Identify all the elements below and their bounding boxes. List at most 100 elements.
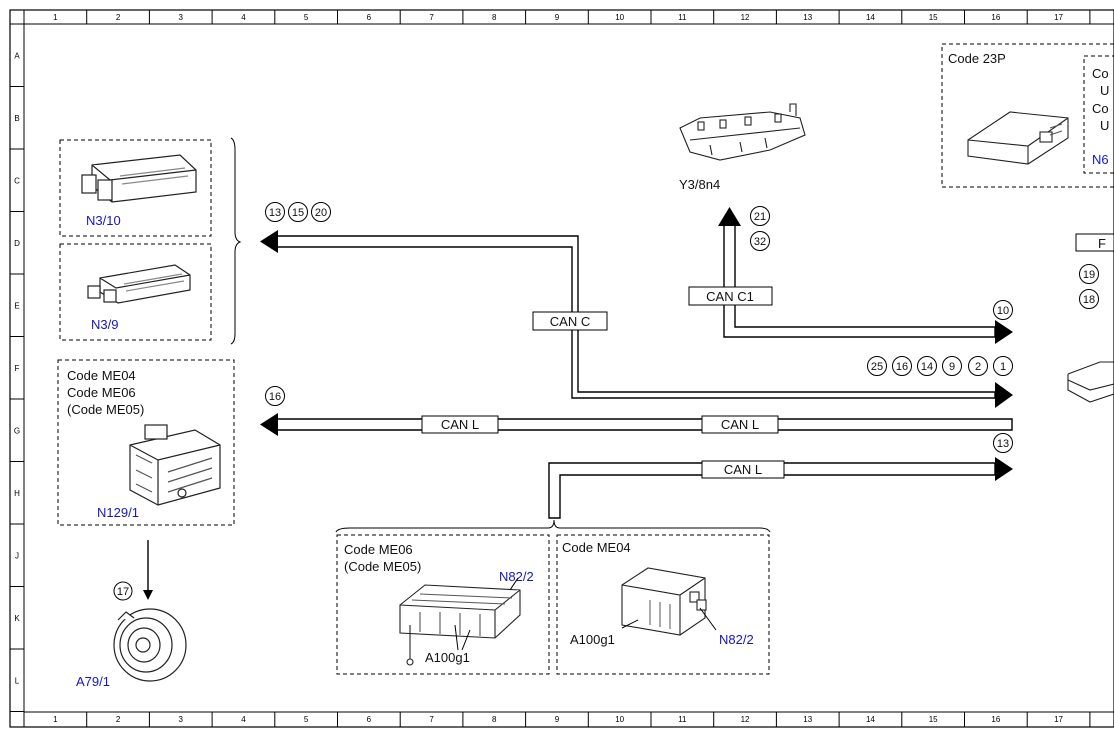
grid-row-label: K — [14, 614, 20, 623]
right-partial-label-box — [1075, 233, 1114, 252]
ref-y3: 32 — [754, 236, 766, 248]
ref-right-lower: 13 — [997, 438, 1009, 450]
ref-far-right: 19 — [1083, 269, 1095, 281]
grid-col-label-bottom: 7 — [429, 715, 434, 724]
a79-label: A79/1 — [76, 674, 110, 689]
grid-col-label-bottom: 2 — [116, 715, 121, 724]
can-c1-label: CAN C1 — [706, 289, 754, 304]
ref-right-row: 9 — [949, 361, 955, 373]
grid-col-label-bottom: 9 — [555, 715, 560, 724]
grid-col-label-top: 14 — [866, 13, 875, 22]
ref-y3-circle — [750, 231, 770, 251]
right-partial-text-1: Co — [1092, 66, 1109, 81]
me04-a100-label: A100g1 — [570, 632, 615, 647]
electric-motor-icon — [113, 608, 187, 682]
grid-col-label-top: 11 — [678, 13, 687, 22]
n3-9-box — [59, 243, 212, 341]
n3-10-box — [59, 139, 212, 237]
right-partial-text-4: U — [1100, 118, 1109, 133]
grid-col-label-bottom: 17 — [1054, 715, 1063, 724]
grid-col-label-top: 2 — [116, 13, 121, 22]
can-l-label-box-2 — [701, 415, 779, 434]
ref-right-row: 25 — [871, 361, 883, 373]
grid-row-label: H — [14, 489, 20, 498]
ref-right-row: 2 — [975, 361, 981, 373]
me04-n82-label: N82/2 — [719, 632, 754, 647]
grid-col-label-bottom: 15 — [929, 715, 938, 724]
control-unit-23p-icon — [967, 111, 1069, 165]
ref-right-row: 16 — [896, 361, 908, 373]
ref-right-row: 1 — [1000, 361, 1006, 373]
me04-code: Code ME04 — [562, 540, 631, 555]
ref-right-lower-circle — [993, 433, 1013, 453]
ref-17: 17 — [117, 586, 129, 598]
grid-col-label-top: 17 — [1054, 13, 1063, 22]
ref-top-left-circle — [311, 202, 331, 222]
can-c-left-arrow — [260, 230, 278, 253]
grid-col-label-bottom: 10 — [615, 715, 624, 724]
grid-row-label: B — [14, 114, 19, 123]
me06-a100-label: A100g1 — [425, 650, 470, 665]
grid-col-label-top: 3 — [179, 13, 184, 22]
ref-right-row-circle — [993, 356, 1013, 376]
me04-a100-leader — [621, 619, 639, 629]
n3-10-label: N3/10 — [86, 213, 121, 228]
right-partial-text-3: Co — [1092, 101, 1109, 116]
can-l-label-1: CAN L — [441, 417, 479, 432]
can-c-label-box — [532, 311, 608, 331]
bottom-bracket — [335, 519, 771, 533]
right-partial-label: F — [1098, 236, 1106, 251]
grid-col-label-top: 12 — [741, 13, 750, 22]
me04-box — [556, 534, 770, 675]
grid-col-label-bottom: 11 — [678, 715, 687, 724]
hv-battery-me04-icon — [621, 567, 707, 636]
n129-code-3: (Code ME05) — [67, 402, 144, 417]
right-partial-box — [1083, 55, 1114, 174]
frame-border — [9, 9, 1114, 728]
grid-col-label-top: 16 — [991, 13, 1000, 22]
grid-col-label-bottom: 12 — [741, 715, 750, 724]
can-c1-right-arrow — [995, 320, 1013, 344]
grid-col-label-bottom: 3 — [179, 715, 184, 724]
ref-right-row: 14 — [921, 361, 933, 373]
can-l-label-3: CAN L — [724, 462, 762, 477]
ref-top-left-circle — [265, 202, 285, 222]
grid-row-label: A — [14, 51, 20, 60]
can-c-bus — [278, 235, 996, 399]
grid-col-label-top: 15 — [929, 13, 938, 22]
grid-row-label: C — [14, 176, 20, 185]
transmission-valve-body-icon — [679, 103, 806, 161]
can-l-label-2: CAN L — [721, 417, 759, 432]
group-brace — [230, 137, 242, 345]
ecu-n3-9-icon — [87, 264, 191, 304]
can-l-left-arrow — [260, 413, 278, 436]
can-c1-up-arrow — [718, 207, 741, 226]
grid-col-label-top: 5 — [304, 13, 309, 22]
me06-code-1: Code ME06 — [344, 542, 413, 557]
hv-battery-me06-icon — [399, 577, 521, 666]
can-c1-label-box — [688, 286, 773, 306]
grid-col-label-bottom: 14 — [866, 715, 875, 724]
grid-col-label-top: 10 — [615, 13, 624, 22]
ecu-n3-10-icon — [81, 154, 197, 203]
n129-box — [57, 359, 235, 526]
power-electronics-icon — [129, 424, 221, 506]
code23p-label: Code 23P — [948, 51, 1006, 66]
can-c-right-arrow — [995, 382, 1013, 408]
can-c-label: CAN C — [550, 314, 590, 329]
grid-col-label-bottom: 4 — [241, 715, 246, 724]
me06-n82-label: N82/2 — [499, 569, 534, 584]
grid-col-label-bottom: 5 — [304, 715, 309, 724]
y3-label: Y3/8n4 — [679, 177, 720, 192]
ref-left-mid-circle — [265, 386, 285, 406]
ref-top-left-circle — [288, 202, 308, 222]
me06-a100-leader — [454, 624, 471, 651]
right-partial-text-2: U — [1100, 83, 1109, 98]
grid-col-label-top: 8 — [492, 13, 497, 22]
right-partial-text-5: N6 — [1092, 152, 1109, 167]
code23p-box — [941, 43, 1114, 188]
